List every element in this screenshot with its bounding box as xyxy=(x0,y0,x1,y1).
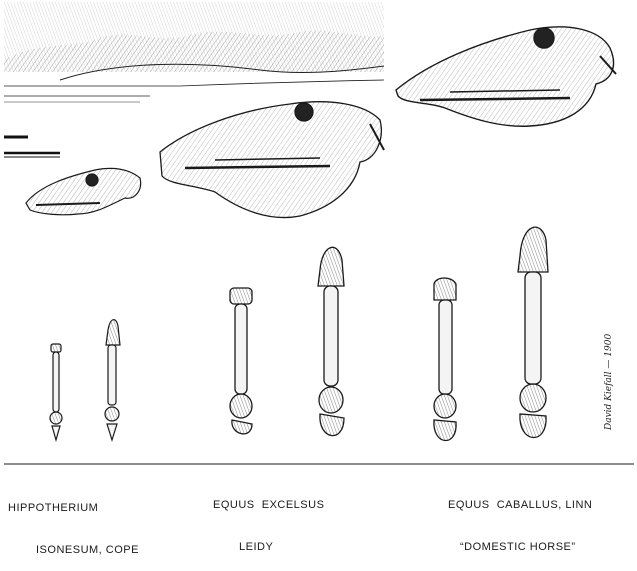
caballus-leg-short xyxy=(434,278,456,441)
hippotherium-leg-short xyxy=(50,344,62,440)
caption-caballus-line1: EQUUS CABALLUS, LINN xyxy=(448,498,592,512)
caballus-leg-long xyxy=(518,227,548,437)
caption-hippotherium: HIPPOTHERIUM ISONESUM, COPE xyxy=(8,473,139,571)
ruler-marks xyxy=(4,137,60,157)
caption-excelsus-line2: LEIDY xyxy=(213,540,324,554)
caballus-skull xyxy=(396,27,616,126)
hippotherium-leg-long xyxy=(105,320,120,440)
excelsus-skull xyxy=(160,102,384,218)
caption-excelsus: EQUUS EXCELSUS LEIDY xyxy=(213,470,324,568)
landscape-sketch xyxy=(4,2,384,102)
hippotherium-skull xyxy=(26,168,141,214)
excelsus-leg-short xyxy=(230,288,252,434)
illustration-plate xyxy=(0,0,637,507)
caption-caballus: EQUUS CABALLUS, LINN “DOMESTIC HORSE” xyxy=(448,470,592,568)
caption-hippotherium-line2: ISONESUM, COPE xyxy=(8,543,139,557)
caption-hippotherium-line1: HIPPOTHERIUM xyxy=(8,501,139,515)
artist-signature: David Kiefall — 1900 xyxy=(604,390,637,430)
caption-excelsus-line1: EQUUS EXCELSUS xyxy=(213,498,324,512)
caption-caballus-line2: “DOMESTIC HORSE” xyxy=(448,540,592,554)
excelsus-leg-long xyxy=(318,247,344,435)
